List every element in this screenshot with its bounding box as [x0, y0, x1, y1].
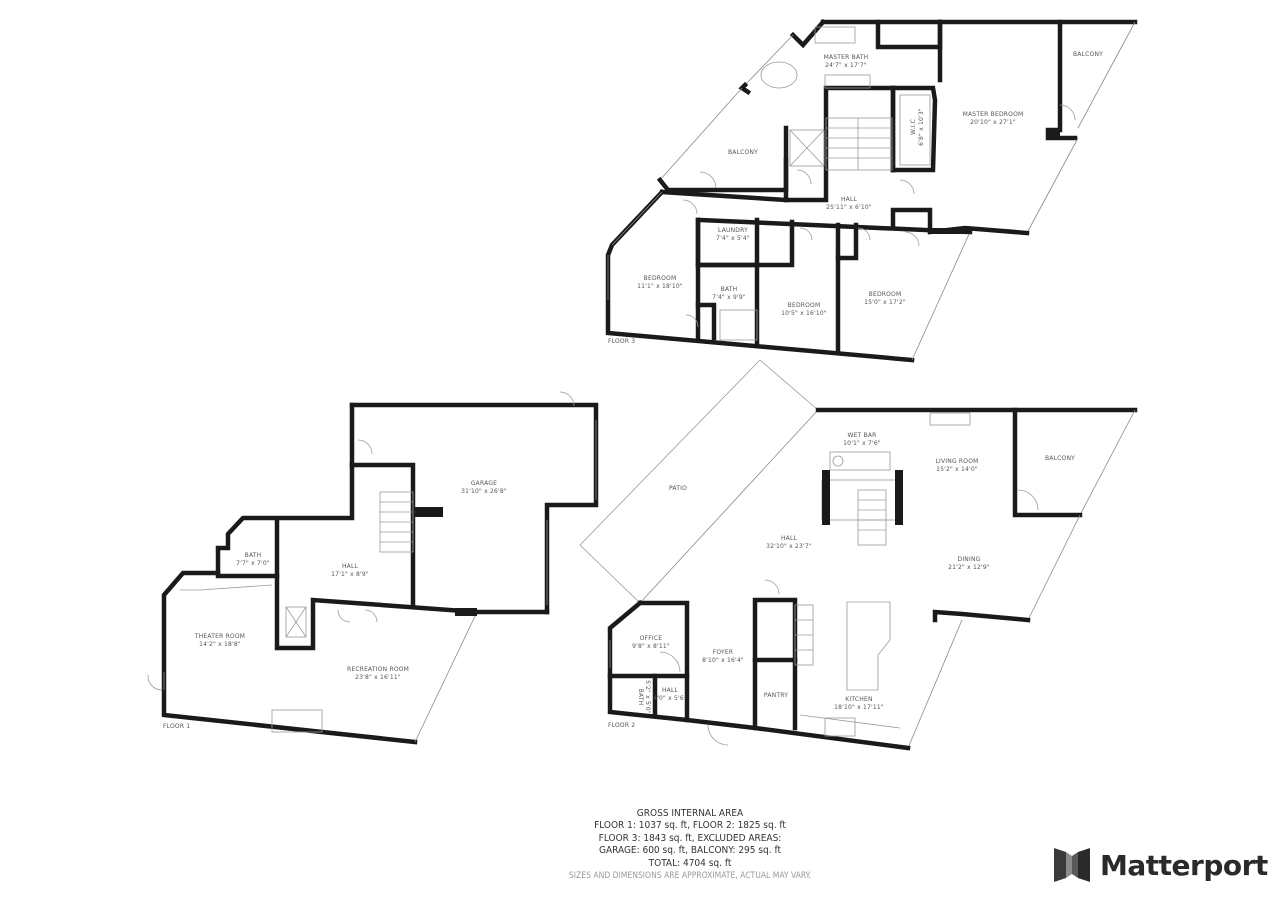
room-dims-recreation: 23'8" x 16'11" [355, 674, 401, 681]
room-name-wic: W.I.C [910, 119, 917, 135]
room-dims-living-room: 15'2" x 14'0" [936, 466, 978, 473]
summary-line-1: FLOOR 1: 1037 sq. ft, FLOOR 2: 1825 sq. … [594, 820, 786, 832]
floor-3-plan [605, 18, 1138, 363]
room-name-dining: DINING [958, 556, 981, 563]
summary-disclaimer: SIZES AND DIMENSIONS ARE APPROXIMATE, AC… [568, 871, 812, 882]
room-name-garage: GARAGE [471, 480, 497, 487]
room-dims-master-bath: 24'7" x 17'7" [825, 62, 867, 69]
room-dims-wic: 6'8" x 10'3" [918, 108, 925, 146]
summary-line-2: FLOOR 3: 1843 sq. ft, EXCLUDED AREAS: [598, 832, 782, 844]
room-dims-wet-bar: 10'1" x 7'6" [843, 440, 881, 447]
room-name-balcony-f2: BALCONY [1045, 455, 1075, 462]
room-dims-office: 9'8" x 8'11" [632, 643, 670, 650]
room-name-bath-f2: BATH [637, 689, 644, 706]
room-name-kitchen: KITCHEN [845, 696, 872, 703]
floor-2-label: FLOOR 2 [608, 722, 635, 729]
room-dims-theater: 14'2" x 18'8" [199, 641, 241, 648]
room-dims-foyer: 8'10" x 16'4" [702, 657, 744, 664]
room-dims-hall-f3: 25'11" x 6'10" [826, 204, 872, 211]
brand-name: Matterport [1100, 848, 1268, 882]
room-dims-master-bedroom: 20'10" x 27'1" [970, 119, 1016, 126]
room-dims-garage: 31'10" x 26'8" [461, 488, 507, 495]
room-dims-bath-f3: 7'4" x 9'9" [712, 294, 746, 301]
room-dims-hall-f2: 32'10" x 23'7" [766, 543, 812, 550]
room-dims-bath-f1: 7'7" x 7'0" [236, 560, 270, 567]
room-name-office: OFFICE [640, 635, 663, 642]
room-name-laundry: LAUNDRY [718, 227, 748, 234]
floor-3-label: FLOOR 3 [608, 338, 635, 345]
room-name-balcony-f3-left: BALCONY [728, 149, 758, 156]
room-name-hall-f1: HALL [342, 563, 359, 570]
room-dims-kitchen: 18'10" x 17'11" [834, 704, 884, 711]
room-name-hall-small-f2: HALL [662, 687, 679, 694]
room-name-hall-f3: HALL [841, 196, 858, 203]
room-name-master-bedroom: MASTER BEDROOM [963, 111, 1024, 118]
room-name-balcony-f3-right: BALCONY [1073, 51, 1103, 58]
room-dims-hall-f1: 17'1" x 8'9" [331, 571, 369, 578]
room-name-recreation: RECREATION ROOM [347, 666, 409, 673]
floor-1-plan [147, 391, 599, 745]
room-name-theater: THEATER ROOM [194, 633, 245, 640]
room-dims-laundry: 7'4" x 5'4" [716, 235, 750, 242]
room-dims-dining: 21'2" x 12'9" [948, 564, 990, 571]
room-name-bath-f3: BATH [721, 286, 738, 293]
room-name-patio: PATIO [669, 485, 687, 492]
room-name-bath-f1: BATH [245, 552, 262, 559]
matterport-logo: Matterport [1054, 848, 1268, 882]
floor-2-plan [579, 359, 1138, 751]
room-name-master-bath: MASTER BATH [824, 54, 869, 61]
summary-line-3: GARAGE: 600 sq. ft, BALCONY: 295 sq. ft [599, 845, 781, 857]
room-name-hall-f2: HALL [781, 535, 798, 542]
room-name-bedroom-f3-3: BEDROOM [869, 291, 902, 298]
room-dims-bedroom-f3-1: 11'1" x 18'10" [637, 283, 683, 290]
matterport-logo-icon [1054, 848, 1090, 882]
room-name-bedroom-f3-2: BEDROOM [788, 302, 821, 309]
floor-1-label: FLOOR 1 [163, 723, 190, 730]
room-dims-bedroom-f3-3: 15'0" x 17'2" [864, 299, 906, 306]
room-name-foyer: FOYER [713, 649, 733, 656]
summary-title: GROSS INTERNAL AREA [636, 808, 744, 819]
summary-total: TOTAL: 4704 sq. ft [648, 857, 732, 869]
room-name-living-room: LIVING ROOM [935, 458, 978, 465]
room-dims-bedroom-f3-2: 10'5" x 16'10" [781, 310, 827, 317]
room-dims-bath-f2: 5'2" x 5'0" [644, 680, 651, 714]
room-dims-hall-small-f2: 4'0" x 5'6" [653, 695, 687, 702]
area-summary: GROSS INTERNAL AREA FLOOR 1: 1037 sq. ft… [490, 808, 890, 882]
room-name-pantry: PANTRY [764, 692, 788, 699]
room-name-bedroom-f3-1: BEDROOM [644, 275, 677, 282]
room-name-wet-bar: WET BAR [847, 432, 876, 439]
